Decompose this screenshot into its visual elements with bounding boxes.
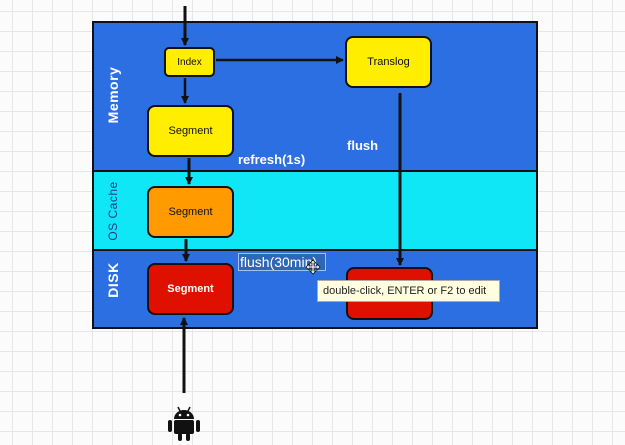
- flush-30min-label-editor[interactable]: flush(30min): [238, 253, 326, 271]
- edit-tooltip: double-click, ENTER or F2 to edit: [317, 280, 500, 302]
- disk-segment-node[interactable]: Segment: [147, 263, 234, 315]
- translog-node[interactable]: Translog: [345, 36, 432, 88]
- index-node[interactable]: Index: [164, 47, 215, 77]
- memory-segment-node[interactable]: Segment: [147, 105, 234, 157]
- os-cache-segment-node[interactable]: Segment: [147, 186, 234, 238]
- move-cursor-icon: [305, 259, 321, 275]
- android-robot-icon[interactable]: [167, 405, 201, 441]
- flush-label[interactable]: flush: [347, 138, 379, 153]
- refresh-label[interactable]: refresh(1s): [238, 152, 306, 167]
